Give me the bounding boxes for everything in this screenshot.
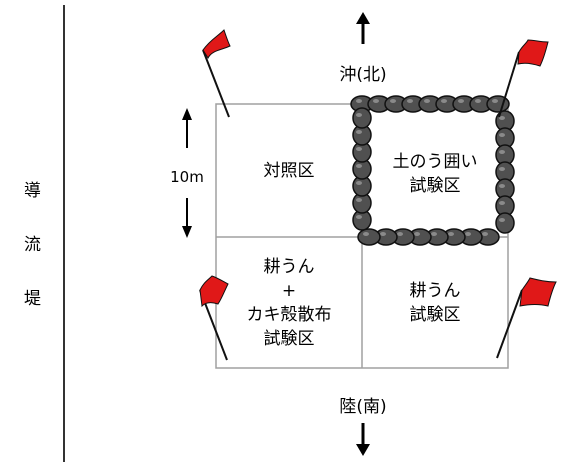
- plot-tillage-shell-line-3: カキ殻散布: [246, 304, 332, 325]
- plot-tillage-shell-line-1: 耕うん: [263, 256, 315, 277]
- sandbag-stone-highlight: [356, 181, 362, 185]
- sandbag-stone-highlight: [499, 133, 505, 137]
- sandbag-stone-highlight: [492, 99, 498, 103]
- sandbag-stone-highlight: [475, 99, 481, 103]
- plot-control-line-1: 対照区: [263, 160, 315, 181]
- sandbag-stone-highlight: [397, 232, 403, 236]
- plot-tillage-shell-line-4: 試験区: [263, 328, 315, 349]
- sandbag-stone-highlight: [363, 232, 369, 236]
- sandbag-stone-highlight: [414, 232, 420, 236]
- sandbag-stone-highlight: [356, 130, 362, 134]
- sandbag-stone-highlight: [448, 232, 454, 236]
- scale-label: 10m: [170, 168, 204, 186]
- sandbag-stone-highlight: [390, 99, 396, 103]
- plot-sandbag-line-1: 土のう囲い: [392, 151, 478, 172]
- sandbag-stone-highlight: [499, 184, 505, 188]
- levee-label-char-3: 堤: [24, 289, 41, 309]
- plot-sandbag: 土のう囲い 試験区: [362, 110, 508, 237]
- sandbag-stone: [352, 107, 372, 129]
- sandbag-stone-highlight: [407, 99, 413, 103]
- sandbag-stone-highlight: [356, 99, 362, 103]
- scale-arrow-up-icon: [182, 108, 192, 148]
- plot-control: 対照区: [216, 104, 362, 237]
- plot-tillage: 耕うん 試験区: [362, 237, 508, 368]
- sandbag-stone-highlight: [356, 113, 362, 117]
- flag-icon-bottom-right: [496, 277, 557, 359]
- sandbag-stone-highlight: [431, 232, 437, 236]
- sandbag-stone-highlight: [482, 232, 488, 236]
- sandbag-stone-highlight: [465, 232, 471, 236]
- north-arrow-icon: [356, 12, 370, 44]
- sandbag-stone-highlight: [356, 215, 362, 219]
- plot-tillage-line-1: 耕うん: [409, 280, 461, 301]
- sandbag-stone-highlight: [499, 201, 505, 205]
- sandbag-enclosure: [350, 95, 515, 246]
- south-label: 陸(南): [339, 397, 387, 417]
- sandbag-stone-highlight: [356, 198, 362, 202]
- sandbag-stone-highlight: [499, 150, 505, 154]
- plot-tillage-line-2: 試験区: [409, 304, 461, 325]
- levee-label-char-2: 流: [24, 235, 41, 255]
- sandbag-stone-highlight: [458, 99, 464, 103]
- sandbag-stone-highlight: [499, 218, 505, 222]
- plot-tillage-shell-line-2: +: [281, 280, 297, 301]
- sandbag-stone-highlight: [499, 116, 505, 120]
- levee-label-char-1: 導: [24, 181, 41, 201]
- sandbag-stone-highlight: [499, 167, 505, 171]
- flag-icon-top-right: [498, 39, 549, 118]
- plot-sandbag-line-2: 試験区: [409, 175, 461, 196]
- sandbag-stone-highlight: [373, 99, 379, 103]
- sandbag-stone-highlight: [424, 99, 430, 103]
- south-arrow-icon: [356, 423, 370, 456]
- sandbag-stone-highlight: [356, 147, 362, 151]
- flag-icon-top-left: [202, 29, 231, 118]
- sandbag-stone-highlight: [441, 99, 447, 103]
- scale-arrow-down-icon: [182, 198, 192, 238]
- north-label: 沖(北): [339, 65, 387, 85]
- sandbag-stone-highlight: [380, 232, 386, 236]
- sandbag-stone: [495, 212, 515, 234]
- flag-icon-bottom-left: [199, 275, 229, 361]
- plot-tillage-shell: 耕うん + カキ殻散布 試験区: [216, 237, 362, 368]
- sandbag-stone-highlight: [356, 164, 362, 168]
